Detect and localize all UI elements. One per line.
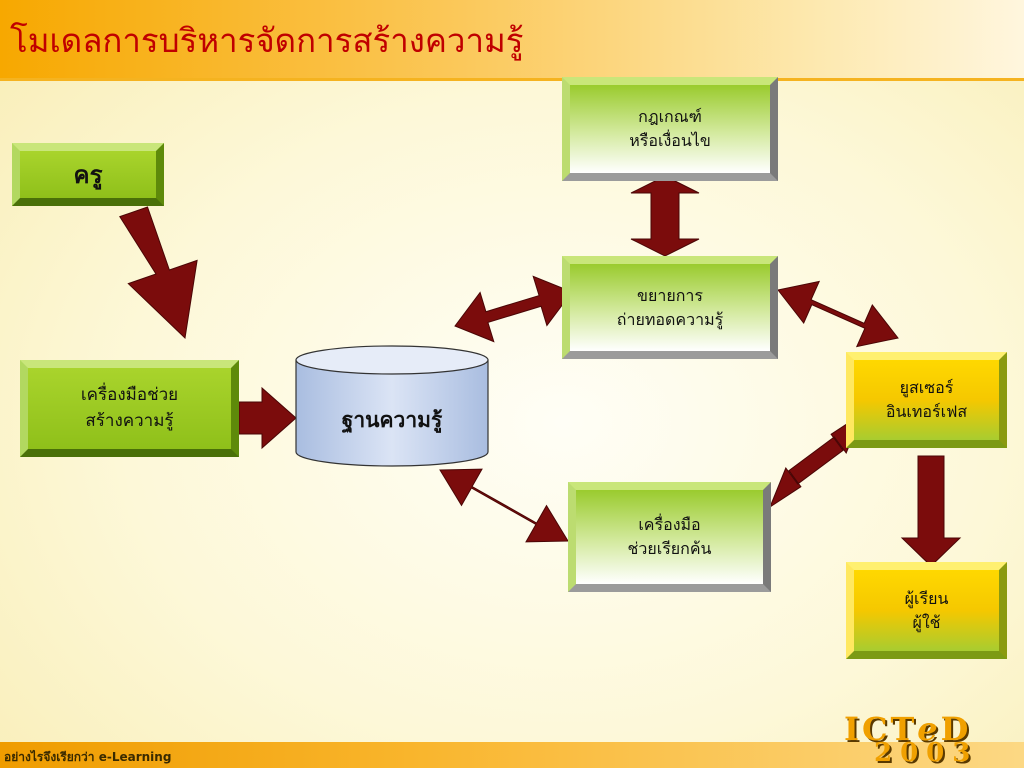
- node-learner: ผู้เรียน ผู้ใช้: [846, 562, 1007, 659]
- knowledge-base-cylinder: [295, 345, 489, 467]
- node-teacher: ครู: [12, 143, 164, 206]
- node-tools-create: เครื่องมือช่วย สร้างความรู้: [20, 360, 239, 457]
- arrow-database-search: [439, 468, 569, 543]
- footer-caption: อย่างไรจึงเรียกว่า e-Learning: [4, 750, 172, 764]
- title-bar: [0, 0, 1024, 81]
- logo-wordmark: ICTeD: [844, 710, 972, 748]
- footer-bar: [0, 742, 1024, 768]
- node-user-interface: ยูสเซอร์ อินเทอร์เฟส: [846, 352, 1007, 448]
- node-search-tools-label: เครื่องมือ ช่วยเรียกค้น: [627, 515, 712, 558]
- icted-logo: ICTeD 2003: [840, 710, 1020, 768]
- node-tools-create-label: เครื่องมือช่วย สร้างความรู้: [80, 385, 179, 431]
- arrow-tools-to-database: [238, 386, 297, 450]
- knowledge-base-label: ฐานความรู้: [341, 406, 443, 432]
- arrow-teacher-to-tools: [119, 206, 198, 340]
- arrow-rules-transfer: [630, 175, 700, 257]
- node-transfer-label: ขยายการ ถ่ายทอดความรู้: [616, 285, 724, 329]
- arrow-ui-to-learner: [900, 455, 962, 567]
- node-learner-label: ผู้เรียน ผู้ใช้: [904, 588, 949, 632]
- node-rules: กฎเกณฑ์ หรือเงื่อนไข: [562, 77, 778, 181]
- node-transfer: ขยายการ ถ่ายทอดความรู้: [562, 256, 778, 359]
- node-teacher-label: ครู: [73, 159, 103, 189]
- node-user-interface-label: ยูสเซอร์ อินเทอร์เฟส: [885, 378, 968, 421]
- node-rules-label: กฎเกณฑ์ หรือเงื่อนไข: [629, 107, 711, 150]
- logo-year: 2003: [874, 738, 979, 768]
- arrow-transfer-database: [454, 275, 573, 343]
- page-title: โมเดลการบริหารจัดการสร้างความรู้: [10, 21, 524, 60]
- node-search-tools: เครื่องมือ ช่วยเรียกค้น: [568, 482, 771, 592]
- arrow-transfer-ui: [777, 280, 899, 348]
